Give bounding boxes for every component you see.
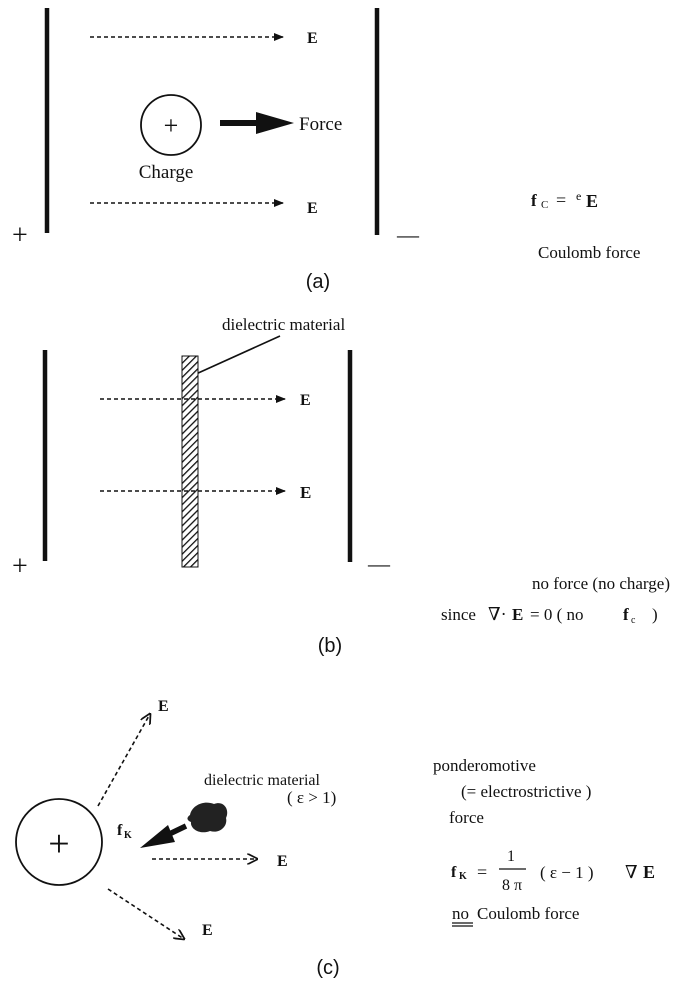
coulomb-caption: Coulomb force bbox=[538, 243, 640, 262]
note-since: since bbox=[441, 605, 476, 624]
formula-f: f bbox=[531, 191, 537, 210]
formula-E: E bbox=[643, 862, 655, 882]
field-label-top: E bbox=[307, 30, 318, 47]
caption-c: (c) bbox=[316, 957, 339, 979]
charge-symbol: + bbox=[48, 823, 69, 865]
desc-line2: (= electrostrictive ) bbox=[461, 782, 591, 801]
formula-f: f bbox=[451, 864, 457, 881]
note-fsub: c bbox=[631, 615, 636, 626]
note-close: ) bbox=[652, 605, 658, 624]
epsilon-condition: ( ε > 1) bbox=[287, 788, 336, 807]
dielectric-label: dielectric material bbox=[222, 315, 345, 334]
force-f: f bbox=[117, 822, 123, 839]
formula-denominator: 8 π bbox=[502, 877, 522, 894]
minus-sign: — bbox=[367, 551, 391, 576]
divergence-note: since ∇· E = 0 ( no f c ) bbox=[441, 604, 658, 626]
desc-line3: force bbox=[449, 808, 484, 827]
no-word: no bbox=[452, 904, 469, 923]
field-label-middle: E bbox=[277, 853, 288, 870]
dielectric-leader bbox=[195, 335, 281, 375]
caption-a: (a) bbox=[306, 271, 330, 293]
formula-numerator: 1 bbox=[507, 848, 515, 865]
minus-sign: — bbox=[396, 222, 420, 247]
force-sub: K bbox=[124, 830, 132, 841]
ponderomotive-arrow bbox=[140, 823, 188, 848]
no-coulomb-note: no Coulomb force bbox=[452, 904, 579, 927]
formula-grad: ∇ bbox=[625, 862, 638, 882]
formula-rest: ( ε − 1 ) bbox=[540, 863, 594, 882]
formula-sub: C bbox=[541, 199, 548, 211]
formula-E: E bbox=[586, 191, 598, 211]
note-nabla: ∇· bbox=[488, 604, 507, 624]
field-label-bottom: E bbox=[300, 483, 311, 502]
field-label-lower: E bbox=[202, 922, 213, 939]
formula-sub: K bbox=[459, 871, 467, 882]
no-rest: Coulomb force bbox=[477, 904, 579, 923]
charge-symbol: + bbox=[164, 111, 179, 140]
field-label-top: E bbox=[300, 392, 311, 409]
no-force-note: no force (no charge) bbox=[532, 574, 670, 593]
formula-equals: = bbox=[556, 190, 566, 210]
note-E: E bbox=[512, 605, 523, 624]
plus-sign: + bbox=[12, 220, 28, 251]
panel-a: E + Charge Force E + — f C = e E Coulomb… bbox=[12, 8, 640, 293]
force-label: f K bbox=[117, 822, 132, 841]
formula-equals: = bbox=[477, 862, 487, 882]
field-label-bottom: E bbox=[307, 200, 318, 217]
note-f: f bbox=[623, 605, 629, 624]
charge-circle bbox=[15, 798, 103, 886]
note-eq: = 0 ( no bbox=[530, 605, 584, 624]
panel-b: dielectric material E E + — no force (no… bbox=[12, 315, 670, 657]
dielectric-slab bbox=[181, 355, 199, 568]
charge-label: Charge bbox=[139, 162, 194, 183]
charge-circle bbox=[140, 94, 202, 156]
desc-line1: ponderomotive bbox=[433, 756, 536, 775]
field-line-upper bbox=[97, 714, 150, 807]
plus-sign: + bbox=[12, 551, 28, 582]
force-label: Force bbox=[299, 114, 342, 135]
ponderomotive-formula: f K = 1 8 π ( ε − 1 ) ∇ E bbox=[451, 848, 655, 894]
dielectric-blob bbox=[187, 802, 228, 833]
field-line-lower bbox=[107, 888, 184, 939]
field-label-upper: E bbox=[158, 698, 169, 715]
panel-c: + E E E dielectric material ( ε > 1) f K… bbox=[15, 698, 655, 979]
formula-e: e bbox=[576, 189, 581, 203]
dielectric-label: dielectric material bbox=[204, 772, 320, 789]
caption-b: (b) bbox=[318, 635, 342, 657]
force-arrow bbox=[220, 112, 294, 134]
coulomb-formula: f C = e E bbox=[531, 189, 598, 211]
